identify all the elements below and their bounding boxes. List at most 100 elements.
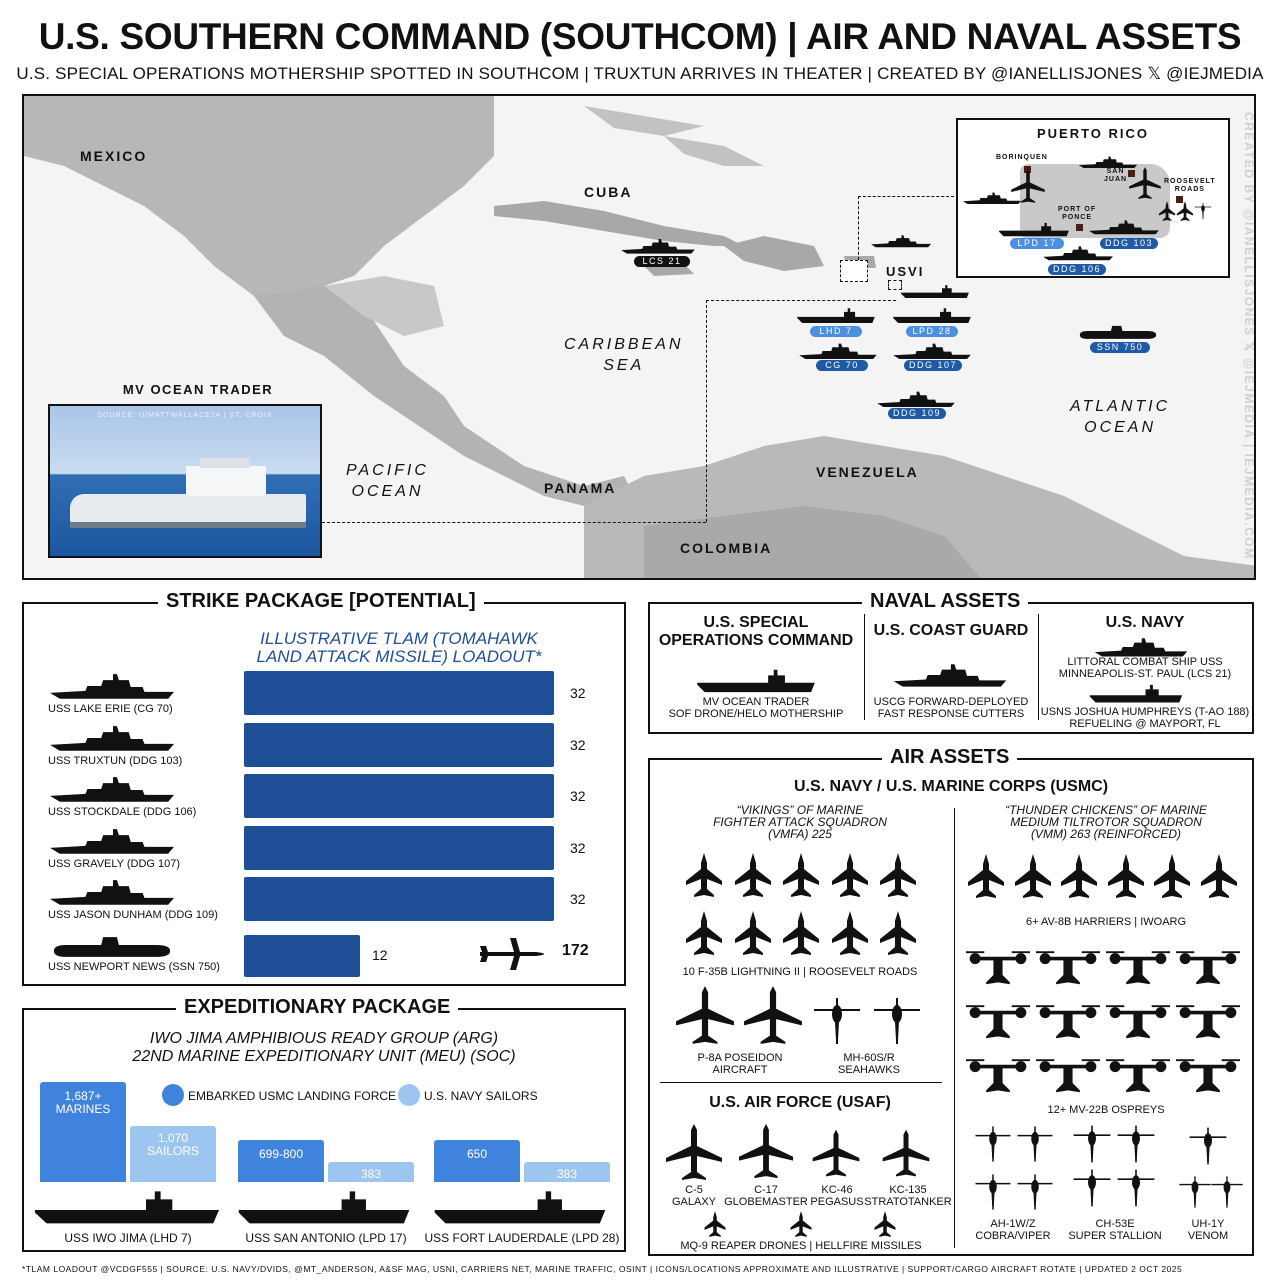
ship-icon-cg70	[798, 340, 878, 362]
label-cuba: CUBA	[584, 184, 633, 200]
osprey-icon	[966, 996, 1030, 1042]
osprey-icon	[1106, 942, 1170, 988]
amphib-ship-icon-1	[236, 1186, 412, 1226]
ship-icon-usvi	[900, 282, 970, 300]
uh1-icon-2	[1178, 1172, 1212, 1212]
osprey-icon	[966, 1050, 1030, 1096]
pill-lpd28: LPD 28	[906, 326, 958, 337]
ship-icon-ddg-pr	[870, 232, 932, 250]
f35-icon	[878, 848, 918, 902]
strike-bar-value: 32	[570, 788, 586, 804]
tomahawk-missile-icon	[476, 934, 556, 974]
strike-ship-icon-4	[48, 877, 176, 907]
harrier-icon	[1199, 850, 1239, 902]
usvi-locator	[888, 280, 902, 290]
legend-marines-swatch	[162, 1084, 184, 1106]
osprey-icon	[1036, 996, 1100, 1042]
legend-marines-label: EMBARKED USMC LANDING FORCE	[188, 1089, 397, 1103]
ah1-icon-4	[1016, 1172, 1054, 1212]
ch53-icon-3	[1072, 1168, 1112, 1208]
f35-icon	[830, 848, 870, 902]
amphib-ship-name: USS IWO JIMA (LHD 7)	[64, 1231, 192, 1245]
c17-globemaster-icon	[736, 1122, 796, 1180]
strike-package-header: STRIKE PACKAGE [POTENTIAL]	[158, 590, 484, 613]
strike-bar-value: 32	[570, 891, 586, 907]
f35-icon	[781, 848, 821, 902]
ocean-trader-source: SOURCE: U/MATTWALLACE24 | ST. CROIX	[97, 412, 273, 419]
sailors-bar	[328, 1162, 414, 1182]
marines-label: 650	[466, 1147, 488, 1161]
strike-bar	[244, 877, 554, 921]
marines-label: 1,687+MARINES	[55, 1089, 111, 1116]
ship-icon-ddg107	[892, 340, 972, 362]
c5-galaxy-icon	[662, 1122, 726, 1182]
harrier-icon	[1059, 850, 1099, 902]
pill-lpd17: LPD 17	[1010, 238, 1064, 249]
uscg-cutter-icon	[892, 658, 1008, 692]
sailors-bar	[524, 1162, 610, 1182]
mq9-reaper-icon-2	[774, 1210, 828, 1238]
marines-bar	[434, 1140, 520, 1182]
strike-ship-icon-3	[48, 826, 176, 856]
strike-bar-value: 32	[570, 840, 586, 856]
air-assets-header: AIR ASSETS	[882, 746, 1018, 769]
amphib-ship-name: USS FORT LAUDERDALE (LPD 28)	[424, 1231, 620, 1245]
pill-lhd7: LHD 7	[810, 326, 862, 337]
label-colombia: COLOMBIA	[680, 540, 773, 556]
strike-ship-icon-2	[48, 774, 176, 804]
strike-ship-name: USS TRUXTUN (DDG 103)	[48, 755, 183, 767]
strike-ship-icon-1	[48, 723, 176, 753]
mq9-caption: MQ-9 REAPER DRONES | HELLFIRE MISSILES	[680, 1240, 922, 1252]
f35-icon	[684, 848, 724, 902]
ship-icon-lpd17	[998, 220, 1070, 238]
vertical-watermark: CREATED BY @IANELLISJONES 𝕏 @IEJMEDIA | …	[1242, 112, 1256, 560]
jet-icon-pr-sanjuan	[1128, 166, 1162, 200]
expeditionary-header: EXPEDITIONARY PACKAGE	[176, 996, 459, 1019]
ship-icon-lcs21	[620, 236, 696, 256]
label-panama: PANAMA	[544, 480, 617, 496]
kc46-pegasus-icon	[810, 1128, 862, 1178]
legend-sailors-swatch	[398, 1084, 420, 1106]
naval-assets-header: NAVAL ASSETS	[862, 590, 1029, 613]
strike-bar-value: 12	[372, 947, 388, 963]
osprey-icon	[1106, 996, 1170, 1042]
marines-bar	[238, 1140, 324, 1182]
legend-sailors-label: U.S. NAVY SAILORS	[424, 1089, 538, 1103]
ocean-trader-ship-icon	[694, 666, 818, 694]
marines-label: 699-800	[258, 1147, 304, 1161]
harrier-caption: 6+ AV-8B HARRIERS | IWOARG	[1025, 916, 1187, 928]
marines-bar	[40, 1082, 126, 1182]
harrier-icon	[1152, 850, 1192, 902]
pill-ssn750: SSN 750	[1090, 342, 1150, 353]
pill-lcs21: LCS 21	[634, 256, 690, 267]
lcs21-ship-icon	[1086, 636, 1196, 658]
mq9-reaper-icon-3	[858, 1210, 912, 1238]
ocean-trader-photo: SOURCE: U/MATTWALLACE24 | ST. CROIX	[48, 404, 322, 558]
puerto-rico-locator	[840, 260, 868, 282]
strike-bar	[244, 935, 360, 977]
f35-caption: 10 F-35B LIGHTNING II | ROOSEVELT ROADS	[682, 966, 918, 978]
strike-ship-icon-0	[48, 671, 176, 701]
strike-ship-icon-5	[48, 933, 176, 963]
strike-bar	[244, 774, 554, 818]
uh1-icon-3	[1210, 1172, 1244, 1212]
oiler-ship-icon	[1086, 682, 1186, 704]
strike-bar-value: 32	[570, 737, 586, 753]
